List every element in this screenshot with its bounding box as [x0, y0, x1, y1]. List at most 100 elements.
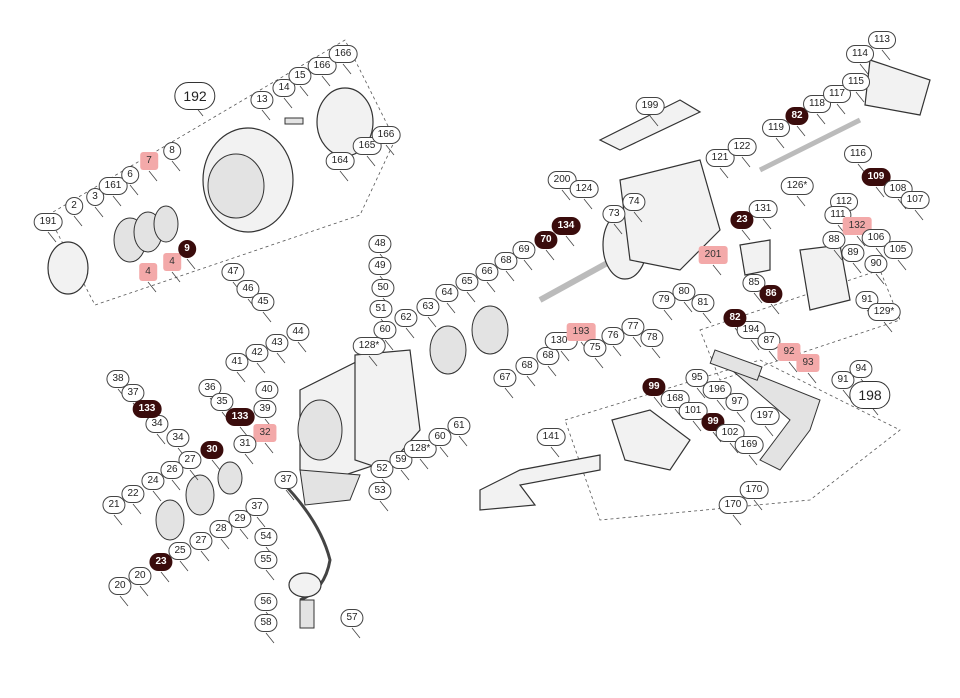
leader-line: [753, 499, 763, 511]
leader-line: [775, 137, 785, 149]
part-label-63: 63: [416, 298, 440, 316]
leader-line: [427, 316, 437, 328]
leader-line: [550, 446, 560, 458]
part-label-43: 43: [265, 334, 289, 352]
leader-line: [236, 371, 246, 383]
part-label-86: 86: [759, 285, 783, 303]
part-label-42: 42: [245, 344, 269, 362]
bearing-shape: [429, 325, 467, 375]
part-label-27: 27: [178, 451, 202, 469]
part-label-55: 55: [254, 551, 278, 569]
part-label-74: 74: [622, 193, 646, 211]
leader-line: [239, 528, 249, 540]
leader-line: [683, 301, 693, 313]
leader-line: [152, 490, 162, 502]
leader-line: [220, 538, 230, 550]
leader-line: [523, 259, 533, 271]
leader-line: [283, 97, 293, 109]
leader-line: [736, 411, 746, 423]
part-label-54: 54: [254, 528, 278, 546]
part-label-131: 131: [748, 200, 778, 218]
leader-line: [256, 516, 266, 528]
part-label-128star: 128*: [403, 440, 437, 458]
leader-line: [244, 453, 254, 465]
leader-line: [179, 560, 189, 572]
leader-line: [816, 113, 826, 125]
part-label-109: 109: [861, 168, 891, 186]
leader-line: [47, 231, 57, 243]
leader-line: [400, 469, 410, 481]
part-label-92: 92: [777, 343, 801, 361]
part-label-124: 124: [569, 180, 599, 198]
leader-line: [265, 632, 275, 644]
part-label-70: 70: [534, 231, 558, 249]
part-label-79: 79: [652, 291, 676, 309]
leader-line: [875, 273, 885, 285]
part-label-166: 166: [371, 126, 401, 144]
leader-line: [160, 571, 170, 583]
part-label-65: 65: [455, 273, 479, 291]
part-label-9: 9: [178, 240, 196, 258]
part-label-82: 82: [723, 309, 747, 327]
part-label-25: 25: [168, 542, 192, 560]
leader-line: [741, 156, 751, 168]
spool-group-frame: [47, 39, 396, 306]
leader-line: [565, 235, 575, 247]
part-label-46: 46: [236, 280, 260, 298]
part-label-52: 52: [370, 460, 394, 478]
part-label-37: 37: [245, 498, 269, 516]
leader-line: [702, 312, 712, 324]
leader-line: [770, 303, 780, 315]
leader-line: [649, 115, 659, 127]
part-label-77: 77: [621, 318, 645, 336]
part-label-90: 90: [864, 255, 888, 273]
leader-line: [171, 160, 181, 172]
part-label-27: 27: [189, 532, 213, 550]
part-label-91: 91: [831, 371, 855, 389]
leader-line: [73, 215, 83, 227]
part-label-80: 80: [672, 283, 696, 301]
assembly-arrow-shape: [479, 454, 601, 511]
part-label-37: 37: [274, 471, 298, 489]
part-label-40: 40: [255, 381, 279, 399]
part-label-28: 28: [209, 520, 233, 538]
leader-line: [276, 352, 286, 364]
leader-line: [200, 550, 210, 562]
leader-line: [762, 218, 772, 230]
part-label-56: 56: [254, 593, 278, 611]
part-label-37: 37: [121, 384, 145, 402]
part-label-4: 4: [139, 263, 157, 281]
pinion-stack-shape: [155, 499, 185, 541]
leader-line: [796, 195, 806, 207]
part-label-199: 199: [635, 97, 665, 115]
part-label-95: 95: [685, 369, 709, 387]
part-label-196: 196: [702, 381, 732, 399]
part-label-7: 7: [140, 152, 158, 170]
part-label-126star: 126*: [780, 177, 814, 195]
leader-line: [171, 479, 181, 491]
part-label-161: 161: [98, 177, 128, 195]
part-label-51: 51: [369, 300, 393, 318]
leader-line: [119, 595, 129, 607]
part-label-23: 23: [149, 553, 173, 571]
part-label-48: 48: [368, 235, 392, 253]
leader-line: [859, 63, 869, 75]
leader-line: [384, 339, 394, 351]
leader-line: [94, 206, 104, 218]
leader-line: [719, 167, 729, 179]
part-label-35: 35: [210, 393, 234, 411]
part-label-41: 41: [225, 353, 249, 371]
part-label-133: 133: [132, 400, 162, 418]
part-label-192: 192: [174, 82, 216, 110]
part-label-76: 76: [601, 327, 625, 345]
part-label-24: 24: [141, 472, 165, 490]
leader-line: [663, 309, 673, 321]
drag-knob-shape: [47, 241, 89, 295]
leader-line: [446, 302, 456, 314]
part-label-166: 166: [307, 57, 337, 75]
part-label-106: 106: [861, 229, 891, 247]
leader-line: [712, 264, 722, 276]
leader-line: [486, 281, 496, 293]
handle-arm-shape: [719, 359, 821, 471]
